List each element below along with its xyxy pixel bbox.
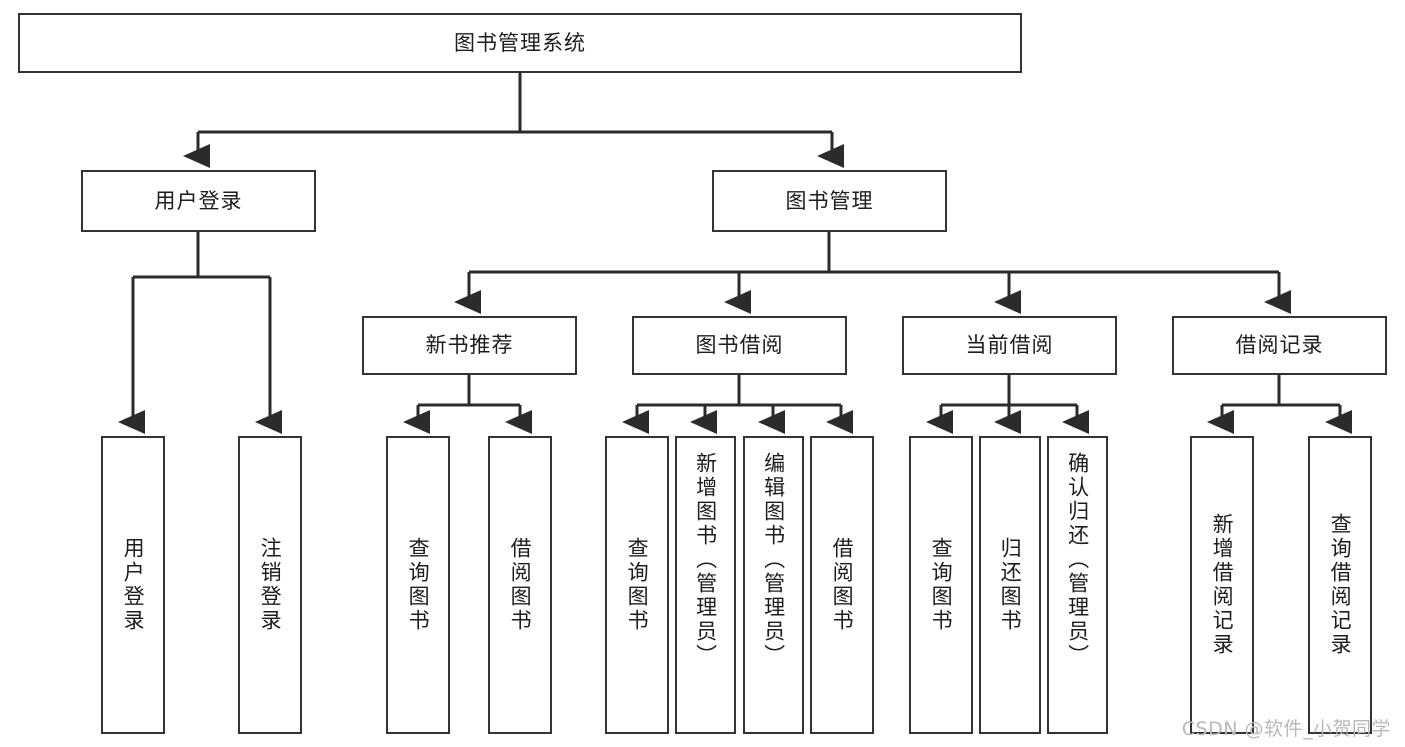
leaf-add-book-label: 新增图书（管理员） — [693, 452, 718, 668]
leaf-edit-book-label: 编辑图书（管理员） — [761, 452, 786, 668]
leaf-query-book-2-label: 查询图书 — [625, 537, 650, 633]
leaf-query-book-2[interactable]: 查询图书 — [605, 436, 669, 734]
leaf-logout[interactable]: 注销登录 — [238, 436, 302, 734]
leaf-borrow-book-2-label: 借阅图书 — [830, 537, 855, 633]
leaf-add-record-label: 新增借阅记录 — [1210, 513, 1235, 657]
node-book-manage[interactable]: 图书管理 — [712, 170, 947, 232]
leaf-confirm-return[interactable]: 确认归还（管理员） — [1047, 436, 1108, 734]
node-book-borrow[interactable]: 图书借阅 — [632, 316, 847, 375]
leaf-add-book[interactable]: 新增图书（管理员） — [675, 436, 736, 734]
leaf-confirm-return-label: 确认归还（管理员） — [1065, 452, 1090, 668]
watermark: CSDN @软件_小贺同学 — [1181, 718, 1391, 740]
node-new-book-rec-label: 新书推荐 — [425, 333, 514, 358]
node-new-book-rec[interactable]: 新书推荐 — [362, 316, 577, 375]
leaf-logout-label: 注销登录 — [258, 537, 283, 633]
leaf-user-login-label: 用户登录 — [121, 537, 146, 633]
node-user-login[interactable]: 用户登录 — [81, 170, 316, 232]
leaf-return-book-label: 归还图书 — [998, 537, 1023, 633]
leaf-borrow-book-1-label: 借阅图书 — [508, 537, 533, 633]
node-current-borrow-label: 当前借阅 — [965, 333, 1054, 358]
node-book-borrow-label: 图书借阅 — [695, 333, 784, 358]
leaf-query-record-label: 查询借阅记录 — [1328, 513, 1353, 657]
leaf-query-record[interactable]: 查询借阅记录 — [1308, 436, 1372, 734]
node-root[interactable]: 图书管理系统 — [18, 13, 1022, 73]
leaf-query-book-3[interactable]: 查询图书 — [909, 436, 973, 734]
leaf-borrow-book-1[interactable]: 借阅图书 — [488, 436, 552, 734]
node-book-manage-label: 图书管理 — [785, 188, 874, 213]
node-user-login-label: 用户登录 — [154, 188, 243, 213]
leaf-edit-book[interactable]: 编辑图书（管理员） — [743, 436, 804, 734]
leaf-borrow-book-2[interactable]: 借阅图书 — [810, 436, 874, 734]
node-current-borrow[interactable]: 当前借阅 — [902, 316, 1117, 375]
leaf-query-book-1[interactable]: 查询图书 — [386, 436, 450, 734]
leaf-query-book-1-label: 查询图书 — [406, 537, 431, 633]
leaf-query-book-3-label: 查询图书 — [929, 537, 954, 633]
node-borrow-record[interactable]: 借阅记录 — [1172, 316, 1387, 375]
leaf-return-book[interactable]: 归还图书 — [979, 436, 1041, 734]
node-borrow-record-label: 借阅记录 — [1235, 333, 1324, 358]
leaf-add-record[interactable]: 新增借阅记录 — [1190, 436, 1254, 734]
node-root-label: 图书管理系统 — [454, 30, 586, 55]
leaf-user-login[interactable]: 用户登录 — [101, 436, 165, 734]
